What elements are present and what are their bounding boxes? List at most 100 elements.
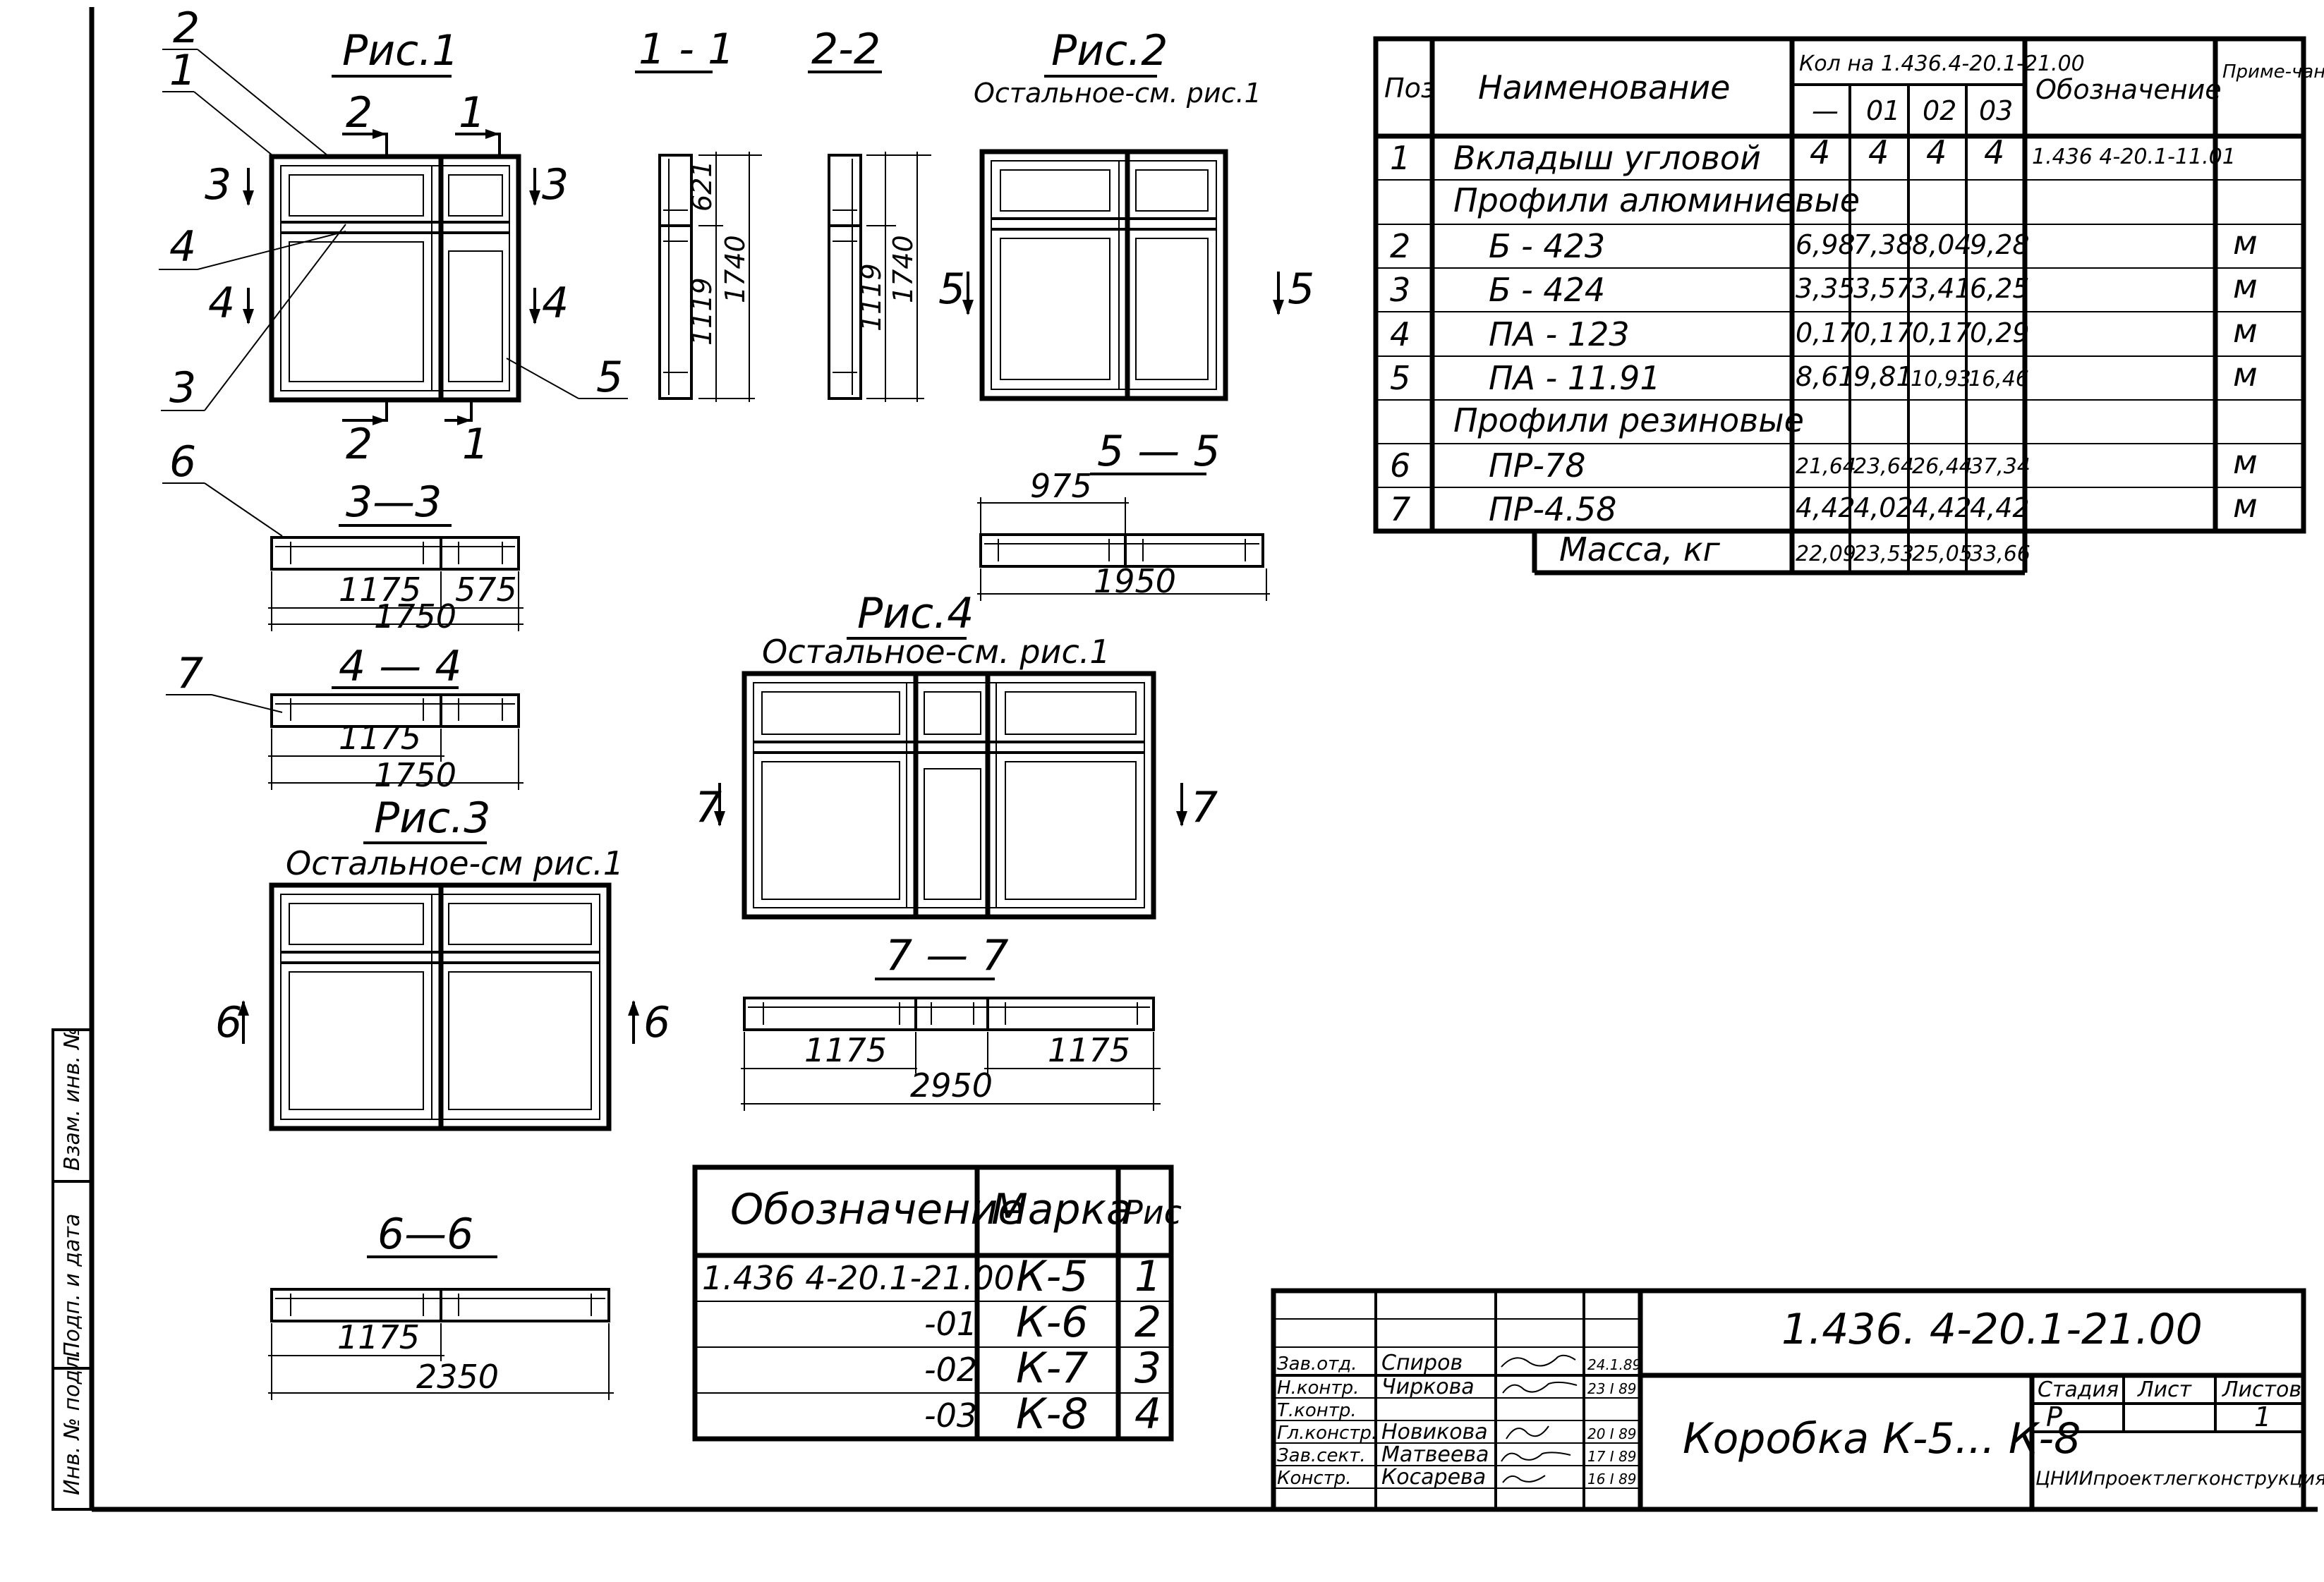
spec-row: Профили алюминиевые (1453, 181, 1860, 219)
s11-dim-1740: 1740 (720, 235, 751, 303)
svg-text:16 I 89: 16 I 89 (1587, 1471, 1637, 1487)
svg-text:23,64: 23,64 (1853, 454, 1914, 479)
fig2-title: Рис.2 (1051, 26, 1168, 75)
svg-text:Чиркова: Чиркова (1381, 1375, 1475, 1399)
s33-dim-575: 575 (455, 571, 517, 609)
figure-2: Рис.2 Остальное-см. рис.1 5 5 (938, 26, 1314, 401)
svg-text:ПА - 11.91: ПА - 11.91 (1489, 359, 1661, 397)
section-3-3: 6 3—3 1175 575 1750 (162, 437, 523, 635)
svg-text:4,02: 4,02 (1853, 492, 1913, 523)
svg-text:0,17: 0,17 (1912, 317, 1972, 348)
svg-text:Констр.: Констр. (1277, 1468, 1352, 1489)
spec-mass-row: Масса, кг 22,09 23,53 25,05 33,66 (1559, 530, 2031, 568)
title-block-code: 1.436. 4-20.1-21.00 (1781, 1305, 2203, 1354)
spec-header-designation: Обозначение (2035, 74, 2222, 105)
section-7-7: 7 — 7 1175 1175 2950 (741, 931, 1161, 1111)
spec-row: 7 ПР-4.58 4,42 4,02 4,42 4,42 м (1390, 487, 2258, 528)
svg-text:17 I 89: 17 I 89 (1587, 1448, 1637, 1465)
fig3-mark-6-left: 6 (215, 998, 242, 1047)
fig1-mark-3-right: 3 (542, 160, 569, 209)
s44-dim-1750: 1750 (374, 756, 456, 794)
title-block-person: Зав.сект. Матвеева 17 I 89 (1277, 1442, 1637, 1467)
svg-text:8,04: 8,04 (1912, 229, 1972, 260)
svg-text:-01: -01 (924, 1305, 977, 1343)
figure-4: Рис.4 Остальное-см. рис.1 7 7 (695, 589, 1218, 920)
title-block: 1.436. 4-20.1-21.00 Коробка К-5... К-8 С… (1271, 1288, 2324, 1512)
title-block-sheets: 1 (2254, 1401, 2271, 1432)
svg-text:4: 4 (1810, 133, 1830, 171)
s55-dim-975: 975 (1030, 467, 1092, 505)
fig1-title: Рис.1 (342, 26, 459, 75)
stamp-replace-inv: Взам. инв. № (60, 1027, 85, 1171)
marks-table: Обозначение Марка Рис 1.436 4-20.1-21.00… (692, 1164, 1182, 1442)
svg-text:4,42: 4,42 (1796, 492, 1856, 523)
spec-row: 4 ПА - 123 0,17 0,17 0,17 0,29 м (1390, 312, 2258, 353)
svg-text:5: 5 (1390, 359, 1410, 397)
fig4-title: Рис.4 (857, 589, 974, 638)
fig1-callout-1: 1 (169, 46, 196, 95)
svg-text:Профили алюминиевые: Профили алюминиевые (1453, 181, 1860, 219)
svg-text:3: 3 (1390, 271, 1410, 309)
marks-row: -03 К-8 4 (924, 1389, 1161, 1439)
svg-text:7: 7 (1390, 490, 1410, 528)
svg-text:4,42: 4,42 (1912, 492, 1972, 523)
svg-text:К-6: К-6 (1016, 1298, 1088, 1347)
svg-text:1: 1 (1134, 1252, 1161, 1301)
svg-text:6,25: 6,25 (1970, 273, 2030, 304)
spec-row: 3 Б - 424 3,35 3,57 3,41 6,25 м (1390, 267, 2258, 309)
svg-text:Косарева: Косарева (1381, 1465, 1486, 1490)
fig4-mark-7-right: 7 (1191, 783, 1218, 832)
svg-text:3,35: 3,35 (1796, 273, 1856, 304)
spec-header-var-0: — (1812, 95, 1839, 126)
spec-header-pos: Поз (1384, 73, 1435, 104)
s77-title: 7 — 7 (885, 931, 1009, 980)
title-block-title: Коробка К-5... К-8 (1683, 1414, 2081, 1464)
svg-text:0,17: 0,17 (1796, 317, 1856, 348)
fig1-mark-3-left: 3 (205, 160, 231, 209)
fig3-note: Остальное-см рис.1 (286, 844, 624, 882)
s55-title: 5 — 5 (1097, 427, 1221, 476)
svg-text:м: м (2233, 443, 2258, 481)
fig1-callout-4: 4 (169, 222, 196, 272)
section-6-6: 6—6 1175 2350 (268, 1210, 614, 1400)
s22-dim-1740: 1740 (888, 235, 919, 303)
svg-text:0,17: 0,17 (1853, 317, 1913, 348)
svg-text:6,98: 6,98 (1796, 229, 1856, 260)
svg-text:33,66: 33,66 (1970, 542, 2031, 566)
svg-text:0,29: 0,29 (1970, 317, 2030, 348)
svg-text:2: 2 (1134, 1298, 1161, 1347)
fig1-callout-2: 2 (173, 4, 200, 53)
svg-text:м: м (2233, 224, 2258, 262)
svg-text:1.436 4-20.1-11.01: 1.436 4-20.1-11.01 (2032, 145, 2236, 169)
fig1-mark-1-top: 1 (459, 88, 485, 138)
marks-header-designation: Обозначение (730, 1185, 1024, 1234)
s44-callout-7: 7 (176, 649, 203, 698)
fig1-callout-5: 5 (596, 353, 623, 402)
svg-text:24.1.89: 24.1.89 (1587, 1356, 1641, 1373)
svg-text:4: 4 (1390, 315, 1410, 353)
svg-text:23,53: 23,53 (1853, 542, 1914, 566)
svg-text:20 I 89: 20 I 89 (1587, 1425, 1637, 1442)
s77-dim-1175-right: 1175 (1048, 1031, 1130, 1069)
fig1-callout-3: 3 (169, 363, 196, 413)
s44-dim-1175: 1175 (339, 719, 421, 757)
svg-text:9,81: 9,81 (1853, 361, 1913, 392)
fig2-mark-5-left: 5 (938, 264, 965, 314)
s33-title: 3—3 (346, 477, 442, 527)
s77-dim-2950: 2950 (910, 1066, 993, 1105)
svg-text:ПА - 123: ПА - 123 (1489, 315, 1630, 353)
fig2-note: Остальное-см. рис.1 (974, 78, 1261, 109)
title-block-person: Зав.отд. Спиров 24.1.89 (1277, 1351, 1641, 1375)
svg-text:37,34: 37,34 (1970, 454, 2031, 479)
svg-text:16,46: 16,46 (1968, 367, 2029, 391)
s66-dim-2350: 2350 (416, 1358, 499, 1396)
spec-header-qty: Кол на 1.436.4-20.1-21.00 (1799, 51, 2085, 76)
svg-text:4: 4 (1926, 133, 1947, 171)
svg-text:Новикова: Новикова (1381, 1420, 1488, 1444)
title-block-person: Гл.констр. Новикова 20 I 89 (1277, 1420, 1637, 1444)
svg-text:К-8: К-8 (1016, 1389, 1088, 1439)
fig2-mark-5-right: 5 (1288, 264, 1314, 314)
svg-text:3: 3 (1134, 1344, 1161, 1393)
svg-text:9,28: 9,28 (1970, 229, 2030, 260)
svg-text:4: 4 (1134, 1389, 1161, 1439)
